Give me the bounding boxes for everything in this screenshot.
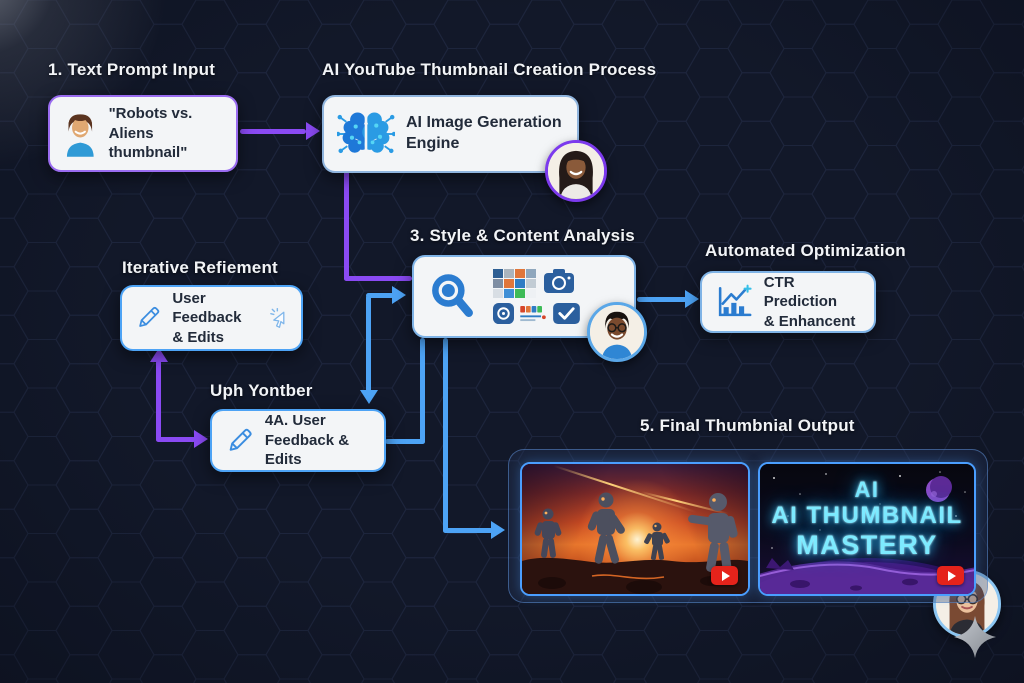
arrowhead-up-icon <box>150 348 168 362</box>
feedback-text: 4A. User Feedback & Edits <box>264 412 350 469</box>
prompt-text: "Robots vs. Aliens thumbnail" <box>108 105 193 162</box>
camera-icon <box>544 269 574 293</box>
analysis-icon-cluster <box>493 269 580 324</box>
neon-title: AI AI THUMBNAIL MASTERY <box>760 464 974 594</box>
photo-app-icon <box>493 303 514 324</box>
neon-line2: AI THUMBNAIL <box>771 502 963 530</box>
arrowhead-down-icon <box>360 390 378 404</box>
stars-and-planet <box>760 471 974 594</box>
prompt-node: "Robots vs. Aliens thumbnail" <box>48 95 238 172</box>
feedback-node: 4A. User Feedback & Edits <box>210 409 386 472</box>
step1-heading: 1. Text Prompt Input <box>48 60 216 79</box>
youtube-play-icon <box>711 566 738 585</box>
pencil-icon <box>139 306 160 327</box>
page-title: AI YouTube Thumbnail Creation Process <box>322 60 657 79</box>
arrow-feedback-refinement-loop <box>156 360 161 442</box>
arrow-engine-to-analysis <box>344 276 412 281</box>
arrowhead-right-icon <box>392 286 406 304</box>
ctr-chart-icon <box>718 284 752 317</box>
engine-node: AI Image Generation Engine <box>322 95 579 173</box>
arrow-feedback-to-analysis <box>385 439 425 444</box>
arrowhead-right-icon <box>685 290 699 308</box>
robot-silhouettes <box>522 492 748 594</box>
ai-brain-icon <box>337 110 395 154</box>
arrow-analysis-feedback-loop <box>366 293 394 298</box>
ctr-node: CTR Prediction & Enhancent <box>700 271 876 333</box>
magnifier-icon <box>432 273 473 317</box>
youtube-play-icon <box>937 566 964 585</box>
neon-line1: AI <box>854 477 880 502</box>
cursor-icon <box>270 307 285 328</box>
arrowhead-right-icon <box>306 122 320 140</box>
thumbnail-robots-aliens <box>520 462 750 596</box>
arrow-feedback-refinement-loop <box>156 437 196 442</box>
sparkle-cursor-icon <box>954 616 996 658</box>
feedback-heading: Uph Yontber <box>210 381 313 400</box>
avatar-analysis-man <box>587 302 647 362</box>
arrowhead-right-icon <box>491 521 505 539</box>
arrow-analysis-to-output <box>443 338 448 533</box>
arrow-analysis-to-optimization <box>637 297 687 302</box>
arrow-prompt-to-engine <box>240 129 306 134</box>
engine-text: AI Image Generation Engine <box>406 114 562 152</box>
image-grid-icon <box>493 269 536 298</box>
step5-heading: 5. Final Thumbnial Output <box>640 416 855 435</box>
arrow-engine-to-analysis <box>344 171 349 281</box>
arrow-analysis-to-output <box>443 528 493 533</box>
refinement-text: User Feedback & Edits <box>172 289 242 346</box>
pencil-icon <box>229 428 252 451</box>
step3-heading: 3. Style & Content Analysis <box>410 226 635 245</box>
arrow-analysis-feedback-loop <box>366 295 371 392</box>
brand-logo-icon <box>520 305 546 322</box>
arrowhead-right-icon <box>194 430 208 448</box>
refinement-heading: Iterative Refiement <box>122 258 278 277</box>
refinement-node: User Feedback & Edits <box>120 285 303 351</box>
avatar-engine-woman <box>545 140 607 202</box>
thumbnail-ai-mastery: AI AI THUMBNAIL MASTERY <box>758 462 976 596</box>
ctr-text: CTR Prediction & Enhancent <box>763 273 856 330</box>
arrow-feedback-to-analysis <box>420 338 425 444</box>
user-avatar-icon <box>66 113 94 157</box>
optimization-heading: Automated Optimization <box>705 241 906 260</box>
checkbox-icon <box>553 303 580 324</box>
neon-line3: MASTERY <box>796 529 938 560</box>
